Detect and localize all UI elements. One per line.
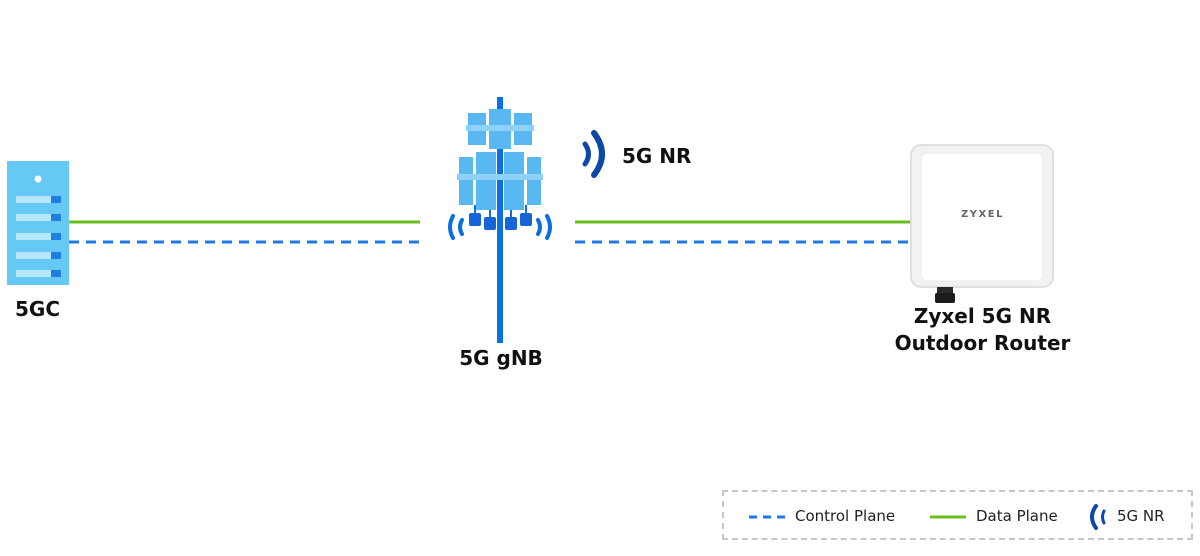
router-label-line1: Zyxel 5G NR [913, 304, 1052, 328]
signal-wave-icon [582, 130, 605, 178]
radio-label: 5G NR [622, 144, 692, 168]
signal-wave-icon [448, 214, 552, 240]
legend: Control Plane Data Plane 5G NR [722, 490, 1193, 540]
legend-swatches [749, 504, 1106, 530]
gnb-label: 5G gNB [459, 346, 543, 370]
cell-tower-icon [457, 97, 543, 343]
server-icon [7, 161, 69, 285]
outdoor-router-icon [910, 144, 1054, 303]
signal-wave-icon [1090, 504, 1106, 530]
router-brand-logo: ZYXEL [961, 209, 1004, 220]
core-label: 5GC [15, 297, 61, 321]
legend-data-plane-label: Data Plane [976, 507, 1058, 525]
legend-nr-label: 5G NR [1117, 507, 1165, 525]
legend-control-plane-label: Control Plane [795, 507, 896, 525]
router-label: Zyxel 5G NR Outdoor Router [880, 303, 1085, 357]
router-label-line2: Outdoor Router [894, 331, 1071, 355]
